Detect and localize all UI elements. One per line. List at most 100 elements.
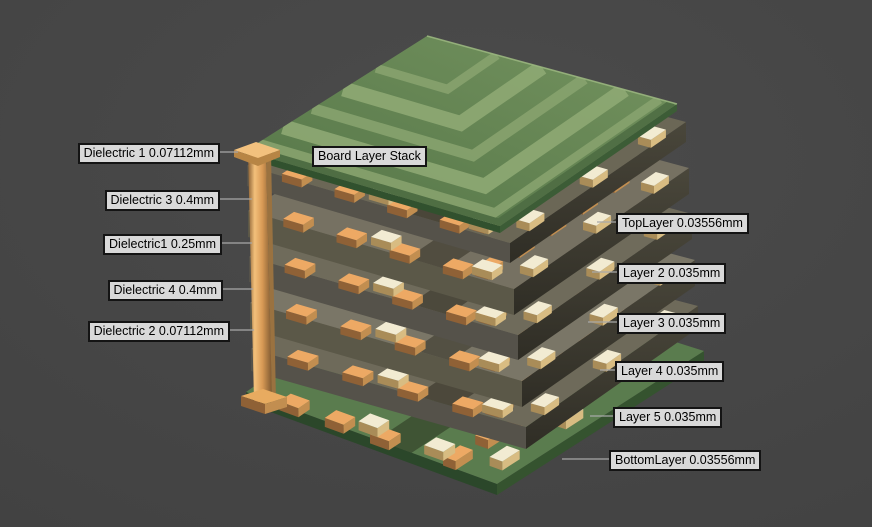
copper-pad	[340, 319, 372, 333]
copper-pad-face	[392, 296, 413, 310]
copper-pad-face	[537, 305, 552, 324]
dielectric-slab-side-left	[250, 303, 522, 407]
copper-pad	[527, 347, 556, 362]
callout-bottomlayer: BottomLayer 0.03556mm	[609, 450, 762, 471]
copper-pad	[446, 304, 477, 318]
callout-dielectric-2: Dielectric 2 0.07112mm	[87, 321, 230, 342]
copper-pad	[342, 365, 374, 379]
copper-pad	[452, 396, 484, 410]
copper-pad-face	[398, 373, 409, 389]
dielectric-slab-side-right	[510, 122, 686, 263]
callout-layer-2: Layer 2 0.035mm	[617, 263, 727, 284]
board-layer-stack-label: Board Layer Stack	[312, 146, 427, 167]
copper-pad-face	[371, 236, 391, 251]
copper-pad-face	[394, 342, 416, 356]
callout-dielectric-1: Dielectric 1 0.07112mm	[77, 143, 220, 164]
copper-pad-face	[443, 444, 456, 461]
copper-pad-face	[358, 421, 378, 438]
copper-pad	[358, 413, 390, 429]
trace-band	[310, 74, 588, 162]
copper-pad-face	[409, 248, 421, 264]
copper-pad-face	[519, 265, 534, 278]
copper-pad	[449, 350, 480, 364]
board-edge-highlight	[426, 35, 678, 105]
copper-pad-face	[377, 420, 390, 438]
copper-pad-face	[592, 360, 607, 372]
copper-pad	[586, 257, 615, 272]
copper-pad-face	[373, 282, 394, 297]
copper-pad	[373, 275, 404, 289]
copper-pad-face	[446, 311, 467, 326]
copper-pad	[336, 227, 367, 241]
copper-pad-face	[286, 310, 307, 325]
copper-pad-face	[529, 213, 545, 232]
copper-pad-face	[287, 356, 308, 371]
copper-pad-face	[478, 358, 500, 373]
copper-pad-face	[334, 189, 355, 203]
copper-pad	[371, 229, 402, 243]
copper-pad-face	[304, 263, 316, 279]
copper-pad	[519, 255, 549, 270]
copper-pad-face	[391, 235, 402, 251]
copper-pad-face	[306, 309, 317, 325]
copper-pad-face	[466, 310, 477, 326]
copper-pad-face	[523, 311, 537, 324]
via-bottom-pad-face	[265, 397, 287, 414]
via-bottom-pad-face	[241, 396, 265, 414]
copper-pad	[443, 445, 473, 462]
copper-pad-face	[516, 219, 530, 232]
copper-pad-face	[455, 449, 473, 471]
dielectric-slab-side-right	[526, 306, 698, 449]
copper-pad	[489, 445, 520, 462]
copper-pad-face	[439, 219, 460, 234]
copper-pad-face	[475, 312, 496, 327]
via-barrel	[248, 153, 272, 402]
copper-pad-face	[469, 356, 480, 372]
dielectric-slab-side-right	[514, 168, 689, 315]
copper-pad-face	[340, 326, 361, 341]
copper-pad-face	[499, 357, 510, 373]
copper-pad	[377, 367, 409, 381]
copper-pad	[284, 257, 316, 271]
copper-pad-face	[389, 250, 410, 264]
copper-pad-face	[281, 173, 302, 188]
copper-pad-face	[606, 353, 622, 372]
copper-pad-face	[324, 417, 344, 434]
copper-pad-face	[579, 176, 593, 188]
dielectric-slab-side-left	[249, 257, 518, 360]
dielectric-slab-side-left	[248, 211, 514, 315]
copper-pad-face	[637, 136, 651, 148]
copper-pad-face	[298, 400, 310, 418]
copper-pad	[530, 393, 560, 408]
copper-pad-face	[495, 311, 506, 327]
copper-pad	[640, 172, 669, 186]
copper-pad	[523, 301, 552, 316]
copper-pad	[478, 351, 510, 365]
board-rim	[246, 99, 676, 226]
copper-pad-face	[482, 404, 503, 419]
copper-pad	[279, 393, 310, 409]
copper-pad-face	[462, 264, 474, 280]
copper-pad	[287, 349, 319, 363]
copper-pad-face	[377, 374, 399, 389]
copper-pad	[583, 211, 612, 226]
copper-pad-face	[472, 402, 484, 418]
copper-pad-face	[449, 357, 470, 372]
copper-pad-face	[342, 372, 363, 387]
callout-layer-5: Layer 5 0.035mm	[613, 407, 723, 428]
callout-dielectric-4: Dielectric 4 0.4mm	[107, 280, 223, 301]
via-bottom-pad	[241, 389, 287, 404]
copper-pad	[475, 305, 506, 319]
dielectric-slab-side-right	[522, 260, 695, 407]
top-board-side-left	[245, 151, 500, 233]
copper-pad-face	[443, 456, 456, 471]
copper-pad-face	[387, 204, 407, 219]
callout-layer-4: Layer 4 0.035mm	[615, 361, 725, 382]
copper-pad	[592, 349, 622, 364]
copper-pad	[286, 303, 317, 317]
callout-layer-3: Layer 3 0.035mm	[617, 313, 727, 334]
copper-pad-face	[544, 397, 560, 416]
copper-pad-face	[596, 215, 612, 234]
